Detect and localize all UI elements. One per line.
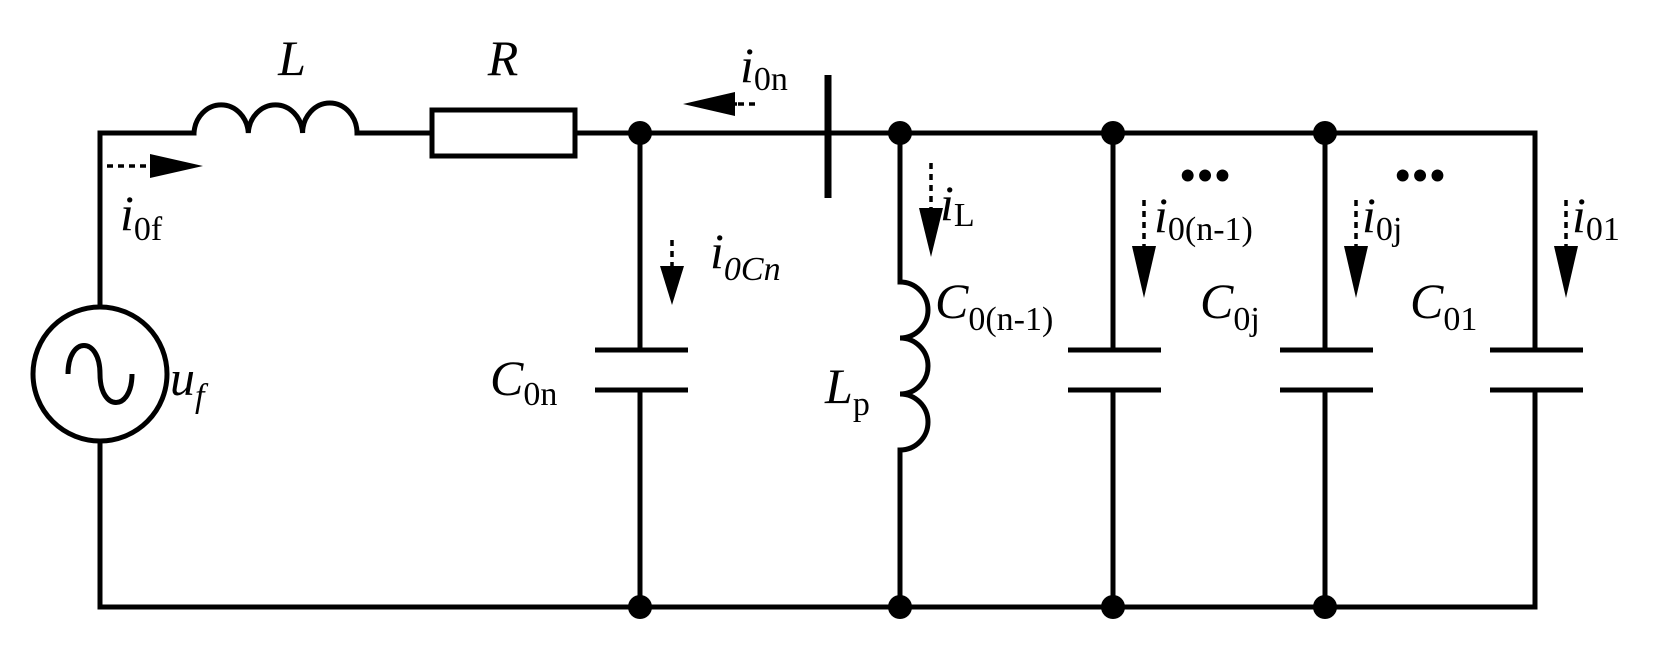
ellipsis-1: ••• bbox=[1180, 151, 1232, 200]
label-c0n-1: C0(n-1) bbox=[935, 273, 1053, 338]
ac-source bbox=[30, 304, 170, 444]
resistor bbox=[429, 107, 578, 159]
ellipsis-2: ••• bbox=[1395, 151, 1447, 200]
label-c0j: C0j bbox=[1200, 273, 1260, 338]
arrow-i0f bbox=[107, 154, 203, 178]
label-i0cn: i0Cn bbox=[710, 223, 781, 288]
label-lp: Lp bbox=[824, 358, 870, 423]
label-il: iL bbox=[940, 175, 975, 234]
arrow-i0j bbox=[1344, 200, 1368, 298]
capacitor-c0n-1 bbox=[1068, 347, 1161, 393]
junction-dots bbox=[628, 121, 1337, 619]
label-resistor: R bbox=[487, 30, 519, 86]
label-i0f: i0f bbox=[120, 185, 163, 248]
label-c01: C01 bbox=[1410, 273, 1477, 338]
arrow-i0n bbox=[683, 92, 760, 116]
capacitor-c0j bbox=[1280, 347, 1373, 393]
label-i0j: i0j bbox=[1362, 187, 1402, 248]
label-i01: i01 bbox=[1572, 187, 1620, 248]
sine-wave-icon bbox=[65, 343, 135, 405]
parallel-inductor bbox=[899, 279, 931, 453]
label-i0n-1: i0(n-1) bbox=[1154, 187, 1253, 248]
label-source: uf bbox=[170, 350, 209, 415]
wires bbox=[97, 130, 1538, 610]
arrow-i0n-1 bbox=[1132, 200, 1156, 298]
arrow-il bbox=[919, 163, 943, 257]
label-i0n: i0n bbox=[740, 37, 788, 98]
capacitor-c0n bbox=[595, 347, 688, 393]
capacitor-c01 bbox=[1490, 347, 1583, 393]
label-series-inductor: L bbox=[277, 30, 306, 86]
label-c0n: C0n bbox=[490, 350, 557, 413]
arrow-i0cn bbox=[660, 240, 684, 305]
series-inductor bbox=[191, 100, 360, 134]
arrow-i01 bbox=[1554, 200, 1578, 298]
